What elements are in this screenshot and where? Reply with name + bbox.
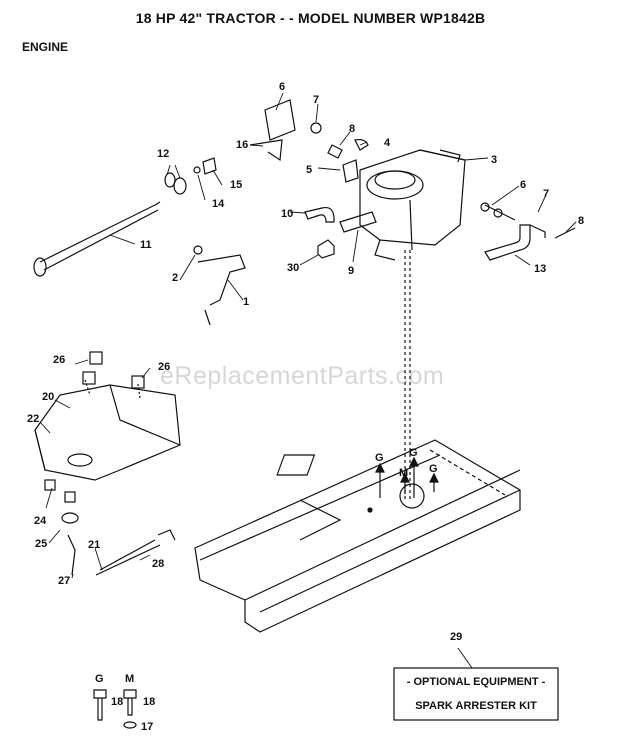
callout-7: 7 [543, 188, 549, 200]
marker-g: G [95, 673, 104, 685]
dipstick-tube [33, 201, 161, 277]
callout-30: 30 [287, 262, 299, 274]
callout-14: 14 [212, 198, 225, 210]
frame-arrows [375, 456, 439, 498]
callout-27: 27 [58, 575, 70, 587]
callout-25: 25 [35, 538, 47, 550]
marker-g: G [429, 463, 438, 475]
callout-24: 24 [34, 515, 47, 527]
fuel-tank [34, 351, 181, 481]
callout-16: 16 [236, 139, 248, 151]
page-title: 18 HP 42" TRACTOR - - MODEL NUMBER WP184… [135, 10, 486, 26]
marker-m: M [125, 673, 134, 685]
control-lever [193, 245, 246, 326]
spark-arrester-kit-label: SPARK ARRESTER KIT [415, 700, 537, 712]
callout-22: 22 [27, 413, 39, 425]
fuel-line-parts [304, 206, 377, 259]
marker-g: G [409, 447, 418, 459]
callout-29: 29 [450, 631, 462, 643]
callout-10: 10 [281, 208, 293, 220]
callout-26: 26 [53, 354, 65, 366]
leader-lines [39, 92, 577, 669]
callout-13: 13 [534, 263, 546, 275]
callout-5: 5 [306, 164, 312, 176]
callout-18: 18 [111, 696, 123, 708]
callout-9: 9 [348, 265, 354, 277]
frame-markers: G M G G G M [95, 447, 438, 685]
callout-6: 6 [279, 81, 285, 93]
marker-m: M [399, 467, 408, 479]
callout-6: 6 [520, 179, 526, 191]
callout-labels: 6 7 8 4 3 6 7 8 16 5 12 15 14 10 11 30 9… [27, 81, 584, 733]
throttle-bracket-parts [249, 99, 369, 183]
callout-18: 18 [143, 696, 155, 708]
callout-8: 8 [349, 123, 355, 135]
callout-12: 12 [157, 148, 169, 160]
callout-8: 8 [578, 215, 584, 227]
callout-11: 11 [140, 239, 152, 251]
callout-1: 1 [243, 296, 249, 308]
callout-2: 2 [172, 272, 178, 284]
callout-17: 17 [141, 721, 153, 733]
callout-15: 15 [230, 179, 242, 191]
callout-26: 26 [158, 361, 170, 373]
callout-7: 7 [313, 94, 319, 106]
marker-g: G [375, 452, 384, 464]
callout-20: 20 [42, 391, 54, 403]
washers-and-nut [164, 157, 217, 195]
fuel-filter-parts [44, 479, 176, 576]
callout-3: 3 [491, 154, 497, 166]
exhaust-bracket [480, 202, 576, 261]
tractor-frame [194, 439, 521, 633]
watermark: eReplacementParts.com [160, 362, 445, 390]
optional-equipment-heading: - OPTIONAL EQUIPMENT - [406, 676, 546, 688]
engine-assembly [359, 149, 466, 261]
optional-equipment-box [393, 667, 559, 721]
callout-4: 4 [384, 137, 391, 149]
callout-21: 21 [88, 539, 100, 551]
mounting-bolts [93, 689, 137, 729]
section-label: ENGINE [22, 40, 69, 54]
callout-28: 28 [152, 558, 164, 570]
